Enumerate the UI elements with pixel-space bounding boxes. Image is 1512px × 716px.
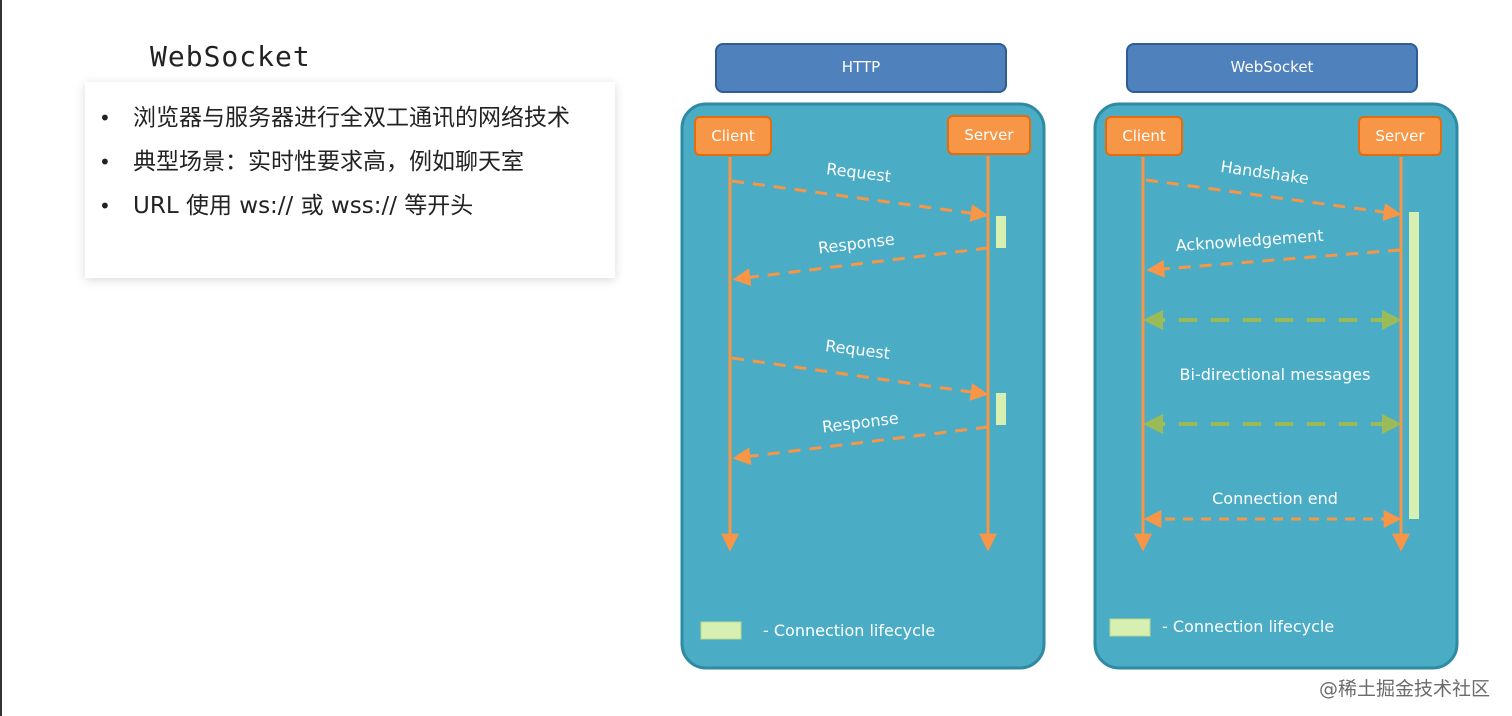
bullet-list: • 浏览器与服务器进行全双工通讯的网络技术 • 典型场景：实时性要求高，例如聊天…	[85, 82, 615, 228]
websocket-server-label: Server	[1375, 127, 1425, 145]
websocket-handshake-arrow	[1145, 178, 1402, 221]
websocket-client-label: Client	[1122, 127, 1166, 145]
http-client-label: Client	[711, 127, 755, 145]
websocket-legend-swatch	[1109, 618, 1151, 637]
footer-watermark: @稀土掘金技术社区	[1318, 678, 1490, 700]
bullet-item: • 浏览器与服务器进行全双工通讯的网络技术	[99, 96, 597, 140]
bullet-text: 典型场景：实时性要求高，例如聊天室	[133, 149, 524, 175]
websocket-panel	[1093, 102, 1459, 670]
websocket-connection-end-label: Connection end	[1212, 489, 1338, 508]
websocket-header-label: WebSocket	[1231, 58, 1314, 76]
websocket-client-node	[1105, 116, 1183, 156]
http-server-node	[947, 115, 1031, 155]
http-lifecycle-bar	[996, 393, 1006, 425]
websocket-legend-label: - Connection lifecycle	[1162, 617, 1334, 636]
http-request-arrow	[731, 356, 989, 401]
http-header-label: HTTP	[842, 58, 880, 76]
slide-title: WebSocket	[150, 40, 311, 73]
http-client-node	[694, 116, 772, 156]
bullet-text: 浏览器与服务器进行全双工通讯的网络技术	[133, 105, 570, 131]
websocket-header-box	[1126, 43, 1418, 93]
websocket-bidirectional-label: Bi-directional messages	[1180, 365, 1371, 384]
websocket-lifecycle-bar	[1409, 212, 1419, 519]
http-diagram: HTTP Client Server Request Response Requ…	[680, 43, 1046, 670]
http-lifecycle-bar	[996, 216, 1006, 248]
bullet-dot-icon: •	[99, 150, 111, 174]
websocket-diagram: WebSocket Client Server Handshake Acknow…	[1093, 43, 1459, 670]
http-request-arrow	[731, 179, 989, 223]
bullet-item: • URL 使用 ws:// 或 wss:// 等开头	[99, 184, 597, 228]
window-left-edge	[0, 0, 2, 716]
websocket-server-node	[1358, 116, 1442, 156]
http-response-arrow	[732, 246, 989, 287]
http-legend-swatch	[700, 621, 742, 640]
bullet-dot-icon: •	[99, 194, 111, 218]
bullet-dot-icon: •	[99, 106, 111, 130]
bullet-item: • 典型场景：实时性要求高，例如聊天室	[99, 140, 597, 184]
http-response-arrow	[732, 425, 989, 466]
bullet-card: • 浏览器与服务器进行全双工通讯的网络技术 • 典型场景：实时性要求高，例如聊天…	[85, 82, 615, 278]
http-legend-label: - Connection lifecycle	[763, 621, 935, 640]
http-header-box	[715, 43, 1007, 93]
http-server-label: Server	[964, 126, 1014, 144]
http-panel	[680, 102, 1046, 670]
bullet-text: URL 使用 ws:// 或 wss:// 等开头	[133, 193, 474, 219]
